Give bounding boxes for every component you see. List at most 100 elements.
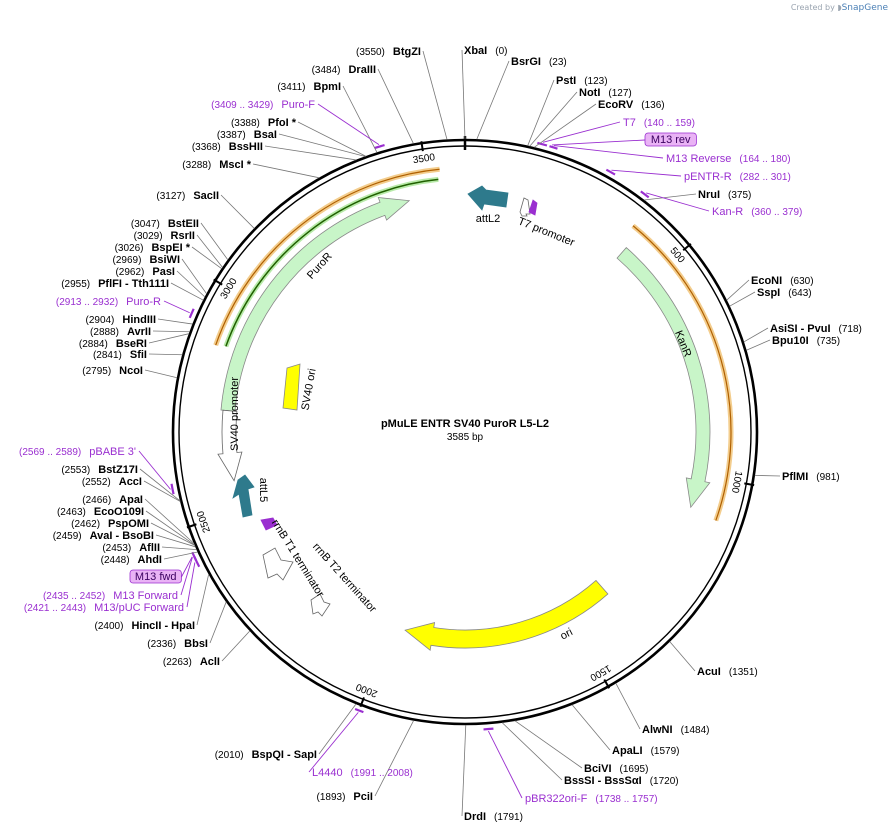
site-pos: (2453) — [102, 543, 131, 554]
leader-pasi — [176, 270, 206, 298]
leader-xbai — [461, 49, 466, 140]
site-pos: (630) — [790, 276, 813, 287]
site-pos: (643) — [788, 288, 811, 299]
leader-bspqi-sapi — [318, 703, 357, 755]
leader-bstz17i — [139, 468, 181, 502]
leader-drdi — [461, 724, 467, 817]
site-pos: (123) — [584, 76, 607, 87]
site-name: DraIII — [348, 64, 376, 76]
leader-bseri — [148, 333, 190, 344]
site-pos: (1791) — [494, 812, 523, 823]
rrnb-t2-arrow — [310, 593, 331, 617]
primer-labels: (3409 .. 3429)Puro-FT7(140 .. 159)M13 re… — [19, 99, 802, 805]
primer-kan-r: Kan-R(360 .. 379) — [712, 206, 802, 218]
site-avrii: (2888)AvrII — [90, 326, 151, 338]
site-name: PstI — [556, 75, 576, 87]
site-sacii: (3127)SacII — [156, 190, 219, 202]
tick-2500 — [186, 523, 197, 529]
primer-pentr-r: pENTR-R(282 .. 301) — [684, 171, 791, 183]
site-name: EcoRV — [598, 99, 634, 111]
site-bsiwi: (2969)BsiWI — [113, 254, 180, 266]
site-sspi: SspI(643) — [757, 287, 812, 299]
snapgene-credit: Created by ◗SnapGene — [791, 3, 888, 13]
site-pos: (3387) — [217, 130, 246, 141]
site-pos: (2448) — [101, 555, 130, 566]
site-pflmi: PflMI(981) — [782, 471, 840, 483]
site-bsssi-bsss-i: BssSI - BssSαI(1720) — [564, 775, 679, 787]
leader-kan-r — [646, 192, 710, 212]
leader-bspei — [191, 246, 222, 270]
site-pos: (2841) — [93, 350, 122, 361]
snapgene-logo-icon: ◗ — [837, 3, 842, 12]
site-name: AvrII — [127, 326, 151, 338]
site-asisi-pvui: AsiSI - PvuI(718) — [770, 323, 862, 335]
leader-apali — [571, 704, 611, 751]
site-name: RsrII — [171, 230, 195, 242]
credit-prefix: Created by — [790, 3, 835, 12]
leader-puro-f — [317, 103, 380, 145]
primer-bar-0 — [374, 144, 385, 150]
primer-bar-4 — [640, 190, 650, 199]
sv40-ori-block — [282, 363, 301, 411]
site-name: AhdI — [138, 554, 162, 566]
leader-draiii — [377, 68, 414, 144]
site-name: PciI — [353, 791, 373, 803]
site-pos: (127) — [608, 88, 631, 99]
leader-asisi-pvui — [743, 327, 769, 343]
leader-sfii — [148, 353, 183, 356]
site-pos: (2400) — [95, 621, 124, 632]
site-name: AsiSI - PvuI — [770, 323, 831, 335]
tick-label-3500: 3500 — [412, 152, 436, 166]
leader-msci — [252, 163, 320, 179]
site-hindiii: (2904)HindIII — [85, 314, 156, 326]
site-psti: PstI (123) — [556, 75, 608, 87]
site-ncoi: (2795)NcoI — [82, 365, 143, 377]
site-name: AflII — [139, 542, 160, 554]
site-pasi: (2962)PasI — [115, 266, 175, 278]
primer-m13-rev: M13 rev — [651, 134, 691, 146]
feature-label-attl5: attL5 — [257, 478, 269, 502]
primer-m13-puc-forward: (2421 .. 2443)M13/pUC Forward — [24, 602, 184, 614]
leader-psti — [527, 79, 555, 146]
orf-arcs — [213, 166, 734, 522]
site-name: BspEI * — [151, 242, 190, 254]
leader-bsai — [278, 133, 366, 157]
site-name: BpmI — [314, 81, 342, 93]
site-pos: (1351) — [729, 667, 758, 678]
ori-arrow — [404, 579, 609, 651]
leader-bsrgi — [476, 60, 510, 140]
leader-ecorv — [533, 103, 597, 148]
site-pos: (1484) — [681, 725, 710, 736]
site-name: AlwNI — [642, 724, 673, 736]
site-pos: (1695) — [620, 764, 649, 775]
site-pos: (136) — [641, 100, 664, 111]
site-pos: (3368) — [192, 142, 221, 153]
leader-avrii — [152, 330, 190, 333]
leader-t7 — [542, 121, 621, 143]
site-pos: (0) — [495, 46, 507, 57]
tick-label-2000: 2000 — [354, 681, 379, 699]
primer-bar-1 — [537, 141, 548, 147]
site-hincii-hpai: (2400)HincII - HpaI — [95, 620, 195, 632]
site-name: NcoI — [119, 365, 143, 377]
leader-l4440 — [308, 712, 359, 773]
plasmid-name: pMuLE ENTR SV40 PuroR L5-L2 — [381, 418, 549, 430]
feature-label-kanr: KanR — [672, 329, 693, 359]
site-pos: (735) — [817, 336, 840, 347]
site-pos: (2552) — [82, 477, 111, 488]
leader-pflfi-tth111i — [170, 282, 204, 301]
site-pos: (3484) — [312, 65, 341, 76]
site-pos: (2463) — [57, 507, 86, 518]
attl5-marker — [260, 517, 278, 531]
site-pos: (2010) — [215, 750, 244, 761]
site-bcivi: BciVI(1695) — [584, 763, 648, 775]
leader-m13-forward — [180, 557, 193, 596]
site-pfoi: (3388)PfoI * — [231, 117, 297, 129]
feature-label-sv40-ori: SV40 ori — [299, 368, 318, 412]
site-name: ApaLI — [612, 745, 643, 757]
leader-m13-reverse — [554, 145, 664, 159]
leader-nrui — [643, 193, 697, 201]
site-name: PfoI * — [268, 117, 297, 129]
leader-pcii — [374, 720, 415, 797]
